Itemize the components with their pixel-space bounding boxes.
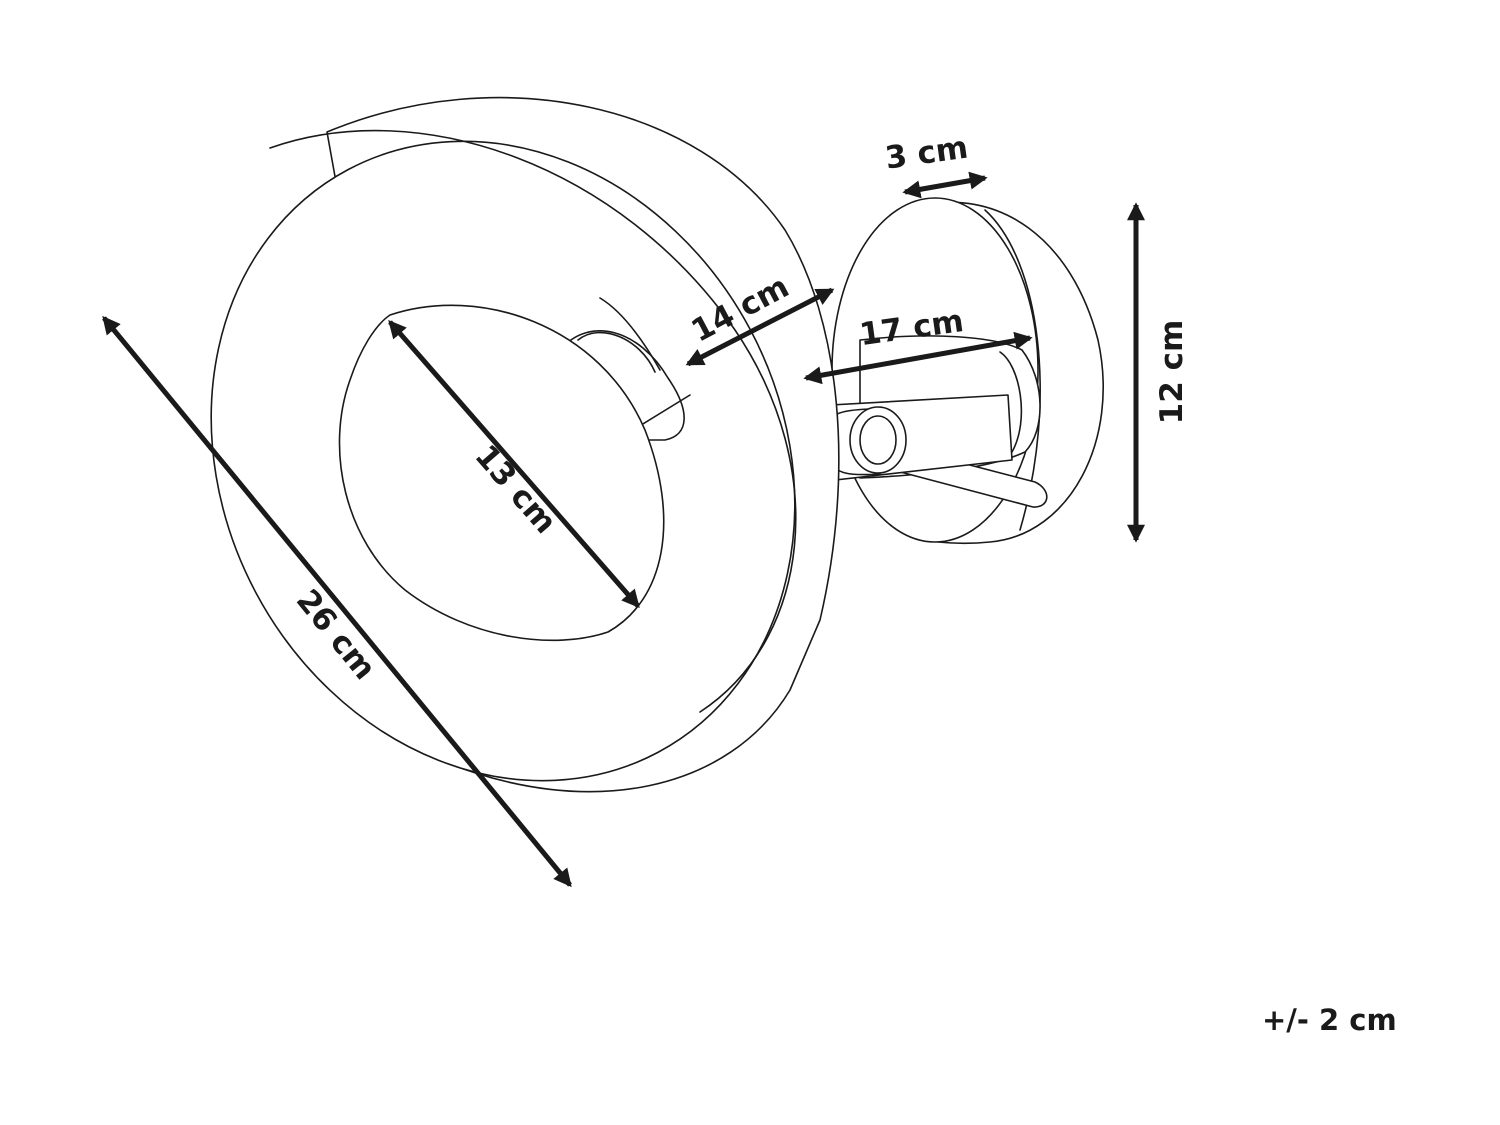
lamp-arm-bracket [770, 335, 1048, 508]
dimension-14cm-arrow [685, 287, 835, 367]
dimension-26cm-arrow [102, 315, 572, 888]
dimension-3cm-arrow [902, 171, 988, 199]
dimension-3cm: 3 cm [883, 129, 988, 199]
dimension-12cm-label: 12 cm [1154, 320, 1190, 425]
dimension-3cm-label: 3 cm [883, 129, 970, 176]
dimension-13cm-arrow [388, 319, 640, 609]
dimension-12cm: 12 cm [1127, 202, 1190, 543]
dimension-17cm-arrow [803, 331, 1033, 385]
tolerance-note: +/- 2 cm [1262, 1003, 1397, 1037]
